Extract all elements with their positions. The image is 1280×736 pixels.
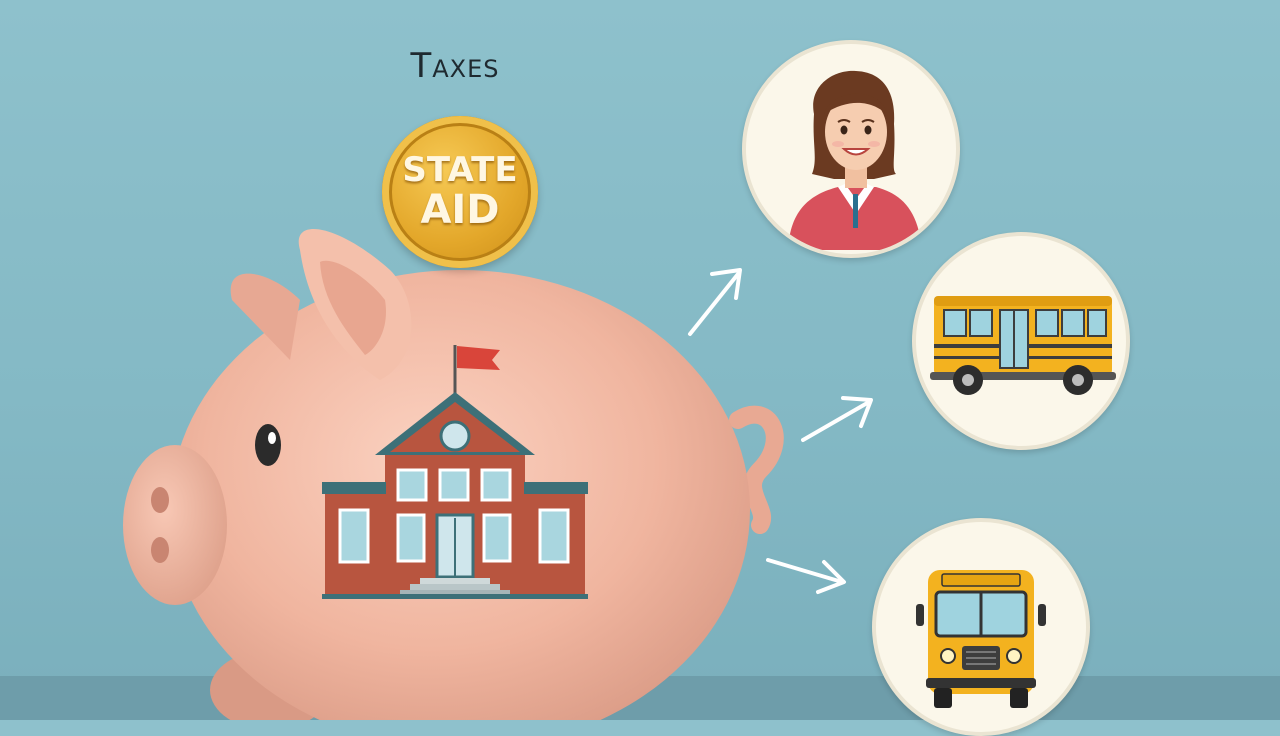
arrow-icon-bus-side	[801, 396, 873, 442]
school-bus-front-icon	[916, 570, 1046, 708]
arrow-icon-teacher	[688, 268, 742, 336]
scene: Taxes STATE AID	[0, 40, 1280, 736]
state-aid-coin: STATE AID	[382, 116, 538, 268]
coin-line-2: AID	[420, 186, 500, 233]
school-bus-side-icon	[930, 296, 1116, 395]
bus-front-circle	[872, 518, 1090, 736]
school-building-icon	[322, 345, 588, 599]
coin-line-1: STATE	[402, 150, 518, 191]
teacher-circle	[742, 40, 960, 258]
arrow-icon-bus-front	[766, 558, 846, 594]
piggy-bank-icon	[123, 228, 784, 720]
taxes-label: Taxes	[410, 46, 500, 86]
teacher-icon	[788, 70, 922, 250]
bus-side-circle	[912, 232, 1130, 450]
